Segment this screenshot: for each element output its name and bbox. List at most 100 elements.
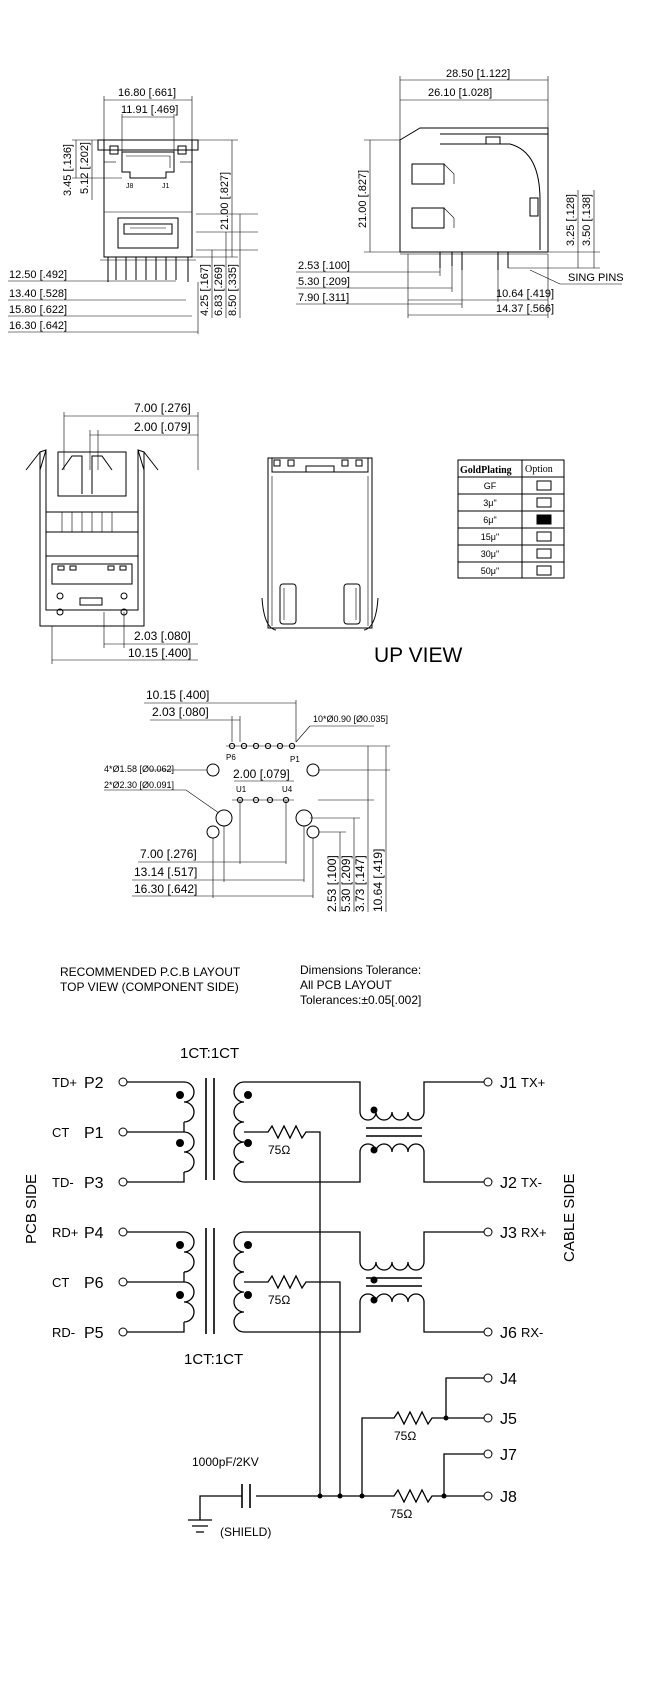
pcb-signal-label: CT xyxy=(52,1275,69,1290)
pcb-signal-label: RD- xyxy=(52,1325,75,1340)
cable-pin-label: J4 xyxy=(500,1371,517,1388)
shield-label: (SHIELD) xyxy=(220,1525,271,1539)
pcb-signal-label: RD+ xyxy=(52,1225,78,1240)
plating-option-checkbox[interactable] xyxy=(536,497,552,508)
pcb-usb-pins xyxy=(232,796,294,804)
cable-pin-terminal xyxy=(483,1077,493,1087)
side-dim: 7.90 [.311] xyxy=(298,292,349,304)
plating-option-checkbox[interactable] xyxy=(536,480,552,491)
cable-pin-terminal xyxy=(483,1177,493,1187)
front-view: 16.80 [.661] 11.91 [.469] 3.45 [.136] 5.… xyxy=(8,87,258,334)
pcb-pin-terminal xyxy=(118,1127,128,1137)
tolerance-note: Tolerances:±0.05[.002] xyxy=(300,993,421,1007)
pcb-dim: 2.00 [.079] xyxy=(233,767,290,781)
side-dim: 21.00 [.827] xyxy=(357,170,369,228)
pcb-pin-terminal xyxy=(118,1077,128,1087)
pin-label: P1 xyxy=(290,755,300,764)
notes: RECOMMENDED P.C.B LAYOUT TOP VIEW (COMPO… xyxy=(60,963,421,1007)
hole-note: 2*Ø2.30 [Ø0.091] xyxy=(104,780,174,790)
plating-row-label: GF xyxy=(484,481,497,491)
pcb-dim: 7.00 [.276] xyxy=(140,847,197,861)
pcb-signal-label: TD+ xyxy=(52,1075,77,1090)
front-dim: 16.80 [.661] xyxy=(118,87,176,99)
bottom-dim: 2.03 [.080] xyxy=(134,629,191,643)
front-dim: 13.40 [.528] xyxy=(9,288,67,300)
plating-option-checkbox[interactable] xyxy=(536,548,552,559)
pcb-pin-label: P4 xyxy=(84,1225,104,1242)
pcb-pin-label: P5 xyxy=(84,1325,104,1342)
cable-pin-label: J3 xyxy=(500,1225,517,1242)
plating-option-checkbox[interactable] xyxy=(536,565,552,576)
side-dim: 5.30 [.209] xyxy=(298,276,350,288)
front-dim: 11.91 [.469] xyxy=(121,104,178,116)
resistor-label: 75Ω xyxy=(390,1507,412,1521)
cable-pin-label: J7 xyxy=(500,1447,517,1464)
plating-row-label: 30μ" xyxy=(481,549,499,559)
pcb-pin-terminal xyxy=(118,1277,128,1287)
cable-pin-label: J5 xyxy=(500,1411,517,1428)
bottom-dim: 7.00 [.276] xyxy=(134,401,191,415)
hole-note: 4*Ø1.58 [Ø0.062] xyxy=(104,764,174,774)
pin-label: P6 xyxy=(226,753,236,762)
resistor-label: 75Ω xyxy=(268,1143,290,1157)
jack-label: J8 xyxy=(126,183,134,190)
pcb-dim: 3.73 [.147] xyxy=(353,855,367,912)
front-dim: 8.50 [.335] xyxy=(227,264,239,316)
pcb-pin-label: P1 xyxy=(84,1125,104,1142)
pin-label: U1 xyxy=(236,785,247,794)
pcb-dim: 10.64 [.419] xyxy=(371,849,385,912)
pcb-dim: 5.30 [.209] xyxy=(339,855,353,912)
plating-row-label: 3μ" xyxy=(483,498,496,508)
pcb-pin-label: P2 xyxy=(84,1075,104,1092)
pcb-pin-label: P3 xyxy=(84,1175,104,1192)
cable-signal-label: RX- xyxy=(521,1325,543,1340)
plating-row-label: 6μ" xyxy=(483,515,496,525)
cable-signal-label: RX+ xyxy=(521,1225,547,1240)
tolerance-note: All PCB LAYOUT xyxy=(300,978,392,992)
table-header-option: Option xyxy=(525,464,553,475)
plating-option-checkbox[interactable] xyxy=(536,531,552,542)
side-dim: 3.25 [.128] xyxy=(565,194,577,246)
cable-signal-label: TX- xyxy=(521,1175,542,1190)
pcb-pin-terminal xyxy=(118,1327,128,1337)
bottom-dim: 2.00 [.079] xyxy=(134,420,191,434)
pcb-dim: 2.03 [.080] xyxy=(152,705,209,719)
resistor-label: 75Ω xyxy=(268,1293,290,1307)
resistor-label: 75Ω xyxy=(394,1429,416,1443)
cable-side-label: CABLE SIDE xyxy=(561,1174,578,1262)
plating-row-label: 50μ" xyxy=(481,566,499,576)
cable-pin-label: J8 xyxy=(500,1489,517,1506)
layout-note: TOP VIEW (COMPONENT SIDE) xyxy=(60,980,239,994)
side-dim: 14.37 [.566] xyxy=(496,303,554,315)
sing-pins-label: SING PINS xyxy=(568,272,624,284)
front-dim: 5.12 [.202] xyxy=(79,142,91,194)
plating-option-checkbox[interactable] xyxy=(536,514,552,525)
up-view: UP VIEW xyxy=(261,457,462,667)
schematic: 1CT:1CT 1CT:1CT PCB SIDE CABLE SIDE TD+P… xyxy=(23,1045,578,1539)
cable-pin-terminal xyxy=(483,1413,493,1423)
pcb-dim: 13.14 [.517] xyxy=(134,865,197,879)
pcb-dim: 2.53 [.100] xyxy=(325,855,339,912)
front-dim: 6.83 [.269] xyxy=(213,264,225,316)
pcb-pin-terminal xyxy=(118,1177,128,1187)
plating-row-label: 15μ" xyxy=(481,532,499,542)
ratio-label: 1CT:1CT xyxy=(180,1045,239,1062)
side-dim: 28.50 [1.122] xyxy=(446,68,510,80)
pcb-signal-label: CT xyxy=(52,1125,69,1140)
pcb-signal-label: TD- xyxy=(52,1175,74,1190)
side-dim: 10.64 [.419] xyxy=(496,288,554,300)
ratio-label: 1CT:1CT xyxy=(184,1351,243,1368)
up-view-title: UP VIEW xyxy=(374,644,462,667)
tolerance-note: Dimensions Tolerance: xyxy=(300,963,421,977)
cable-pin-label: J6 xyxy=(500,1325,517,1342)
plating-rows: GF 3μ" 6μ" 15μ" 30μ" 50μ" xyxy=(481,480,552,576)
pcb-layout: 10.15 [.400] 2.03 [.080] 10*Ø0.90 [Ø0.03… xyxy=(104,688,390,912)
front-dim: 16.30 [.642] xyxy=(9,320,67,332)
cable-pin-terminal xyxy=(483,1373,493,1383)
front-dim: 3.45 [.136] xyxy=(62,144,74,196)
pcb-dim: 16.30 [.642] xyxy=(134,882,197,896)
